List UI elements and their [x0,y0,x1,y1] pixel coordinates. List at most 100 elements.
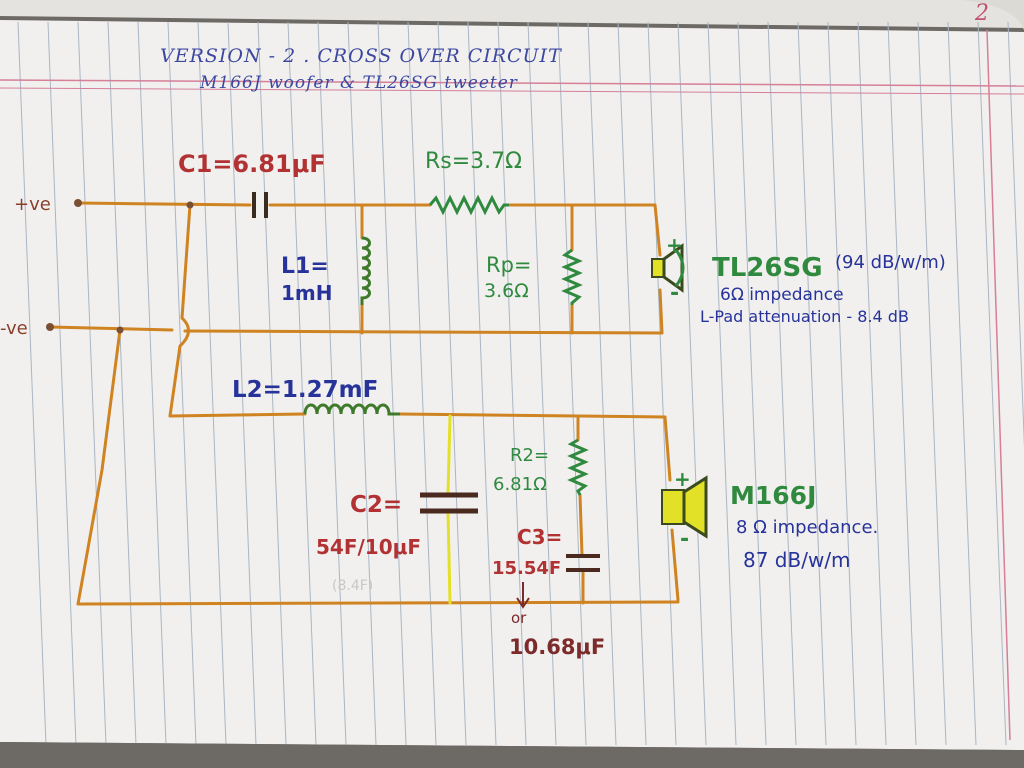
title-block: VERSION - 2 . CROSS OVER CIRCUIT M166J w… [160,1,989,93]
wires [48,201,680,606]
margin-line-right [986,29,1011,741]
woofer-name: M166J [730,481,816,510]
c3-value-label: 15.54F [492,558,561,579]
wire-l2-to-woofer [398,412,667,419]
ruled-line [107,21,137,746]
ruled-line [677,21,707,746]
negative-terminal-label: -ve [0,318,28,339]
table-bottom [0,742,1024,768]
woofer-notes: M166J 8 Ω impedance. 87 dB/w/m + - [674,467,878,572]
ruled-line [527,21,557,746]
wire-woofer-top [663,415,672,482]
c3-name-label: C3= [517,525,562,549]
woofer-plus-mark: + [674,467,691,491]
ruled-line [167,21,197,746]
woofer-speaker-icon [661,475,708,539]
wire-positive-in [76,201,252,207]
l1-name-label: L1= [281,254,329,279]
ruled-line [737,21,767,746]
resistor-rs-symbol [428,194,509,216]
tweeter-minus-mark: - [670,281,679,306]
ruled-line [347,21,377,746]
ruled-line [887,21,917,746]
capacitor-c1-symbol [252,192,268,218]
wire-to-l2 [168,412,307,418]
ruled-line [857,21,887,746]
ruled-line [557,21,587,746]
tweeter-plus-mark: + [666,233,683,257]
inductor-l2-symbol [303,403,400,416]
resistor-rp-symbol [561,248,583,305]
capacitor-c2-symbol [420,492,478,514]
tweeter-sensitivity: (94 dB/w/m) [835,252,946,273]
ruled-line [647,21,677,746]
terminal-positive [74,199,82,207]
resistor-r2-symbol [567,438,589,496]
junction-dot [186,201,194,209]
ruled-line [617,21,647,746]
ruled-line [407,21,437,746]
c1-label: C1=6.81μF [178,150,326,178]
wire-negative-rail [183,329,664,335]
ruled-line [917,21,947,746]
c2-name-label: C2= [350,492,402,518]
ruled-line [437,21,467,746]
tweeter-notes: TL26SG (94 dB/w/m) 6Ω impedance L-Pad at… [666,233,946,326]
c2-faint-note: (8.4F) [332,578,373,594]
c3-alternative-label: 10.68μF [509,635,605,659]
positive-terminal-label: +ve [14,194,51,215]
ruled-line [257,21,287,746]
capacitor-c3-symbol [566,554,600,572]
component-labels: C1=6.81μF L1= 1mH Rs=3.7Ω Rp= 3.6Ω L2=1.… [178,149,605,659]
ruled-line [467,21,497,746]
page-title: VERSION - 2 . CROSS OVER CIRCUIT [160,45,562,67]
ruled-line [377,21,407,746]
terminal-labels: +ve -ve [0,194,51,339]
margin-line-top [0,79,1024,87]
ruled-line [317,21,347,746]
wire-woofer-feed [168,203,192,418]
ruled-line [287,21,317,746]
margin-line-top-2 [0,87,1024,95]
ruled-line [947,21,977,746]
ruled-line [707,21,737,746]
c2-value-label: 54F/10μF [316,535,421,559]
previous-page-edge [0,0,1024,28]
rp-name-label: Rp= [486,253,532,277]
inductor-l1-symbol [360,236,371,305]
tweeter-speaker-icon [651,243,685,293]
ruled-line [227,21,257,746]
r2-value-label: 6.81Ω [493,474,547,495]
ruled-lines [17,21,1024,746]
rs-label: Rs=3.7Ω [425,149,522,174]
ruled-line [17,21,47,746]
rp-value-label: 3.6Ω [484,280,529,302]
wire-negative-in [48,325,174,332]
ruled-line [77,21,107,746]
woofer-sensitivity: 87 dB/w/m [743,548,851,572]
ruled-line [197,21,227,746]
woofer-minus-mark: - [680,527,689,552]
c3-or-label: or [511,609,527,627]
ruled-line [977,21,1007,746]
ruled-line [797,21,827,746]
woofer-impedance: 8 Ω impedance. [736,517,878,538]
l1-value-label: 1mH [281,281,333,305]
tweeter-attenuation: L-Pad attenuation - 8.4 dB [700,307,909,326]
junctions [46,199,194,334]
ruled-line [827,21,857,746]
wire-woofer-bottom [670,528,680,602]
tweeter-impedance: 6Ω impedance [720,285,844,305]
tweeter-name: TL26SG [712,253,823,283]
wire-negative-down [76,328,122,606]
terminal-negative [46,323,54,331]
page-subtitle: M166J woofer & TL26SG tweeter [199,73,518,93]
junction-dot [116,326,124,334]
r2-name-label: R2= [510,445,549,466]
ruled-line [767,21,797,746]
wire-tweeter-top [653,203,662,257]
ruled-line [137,21,167,746]
wire-c2-bottom [446,510,452,605]
